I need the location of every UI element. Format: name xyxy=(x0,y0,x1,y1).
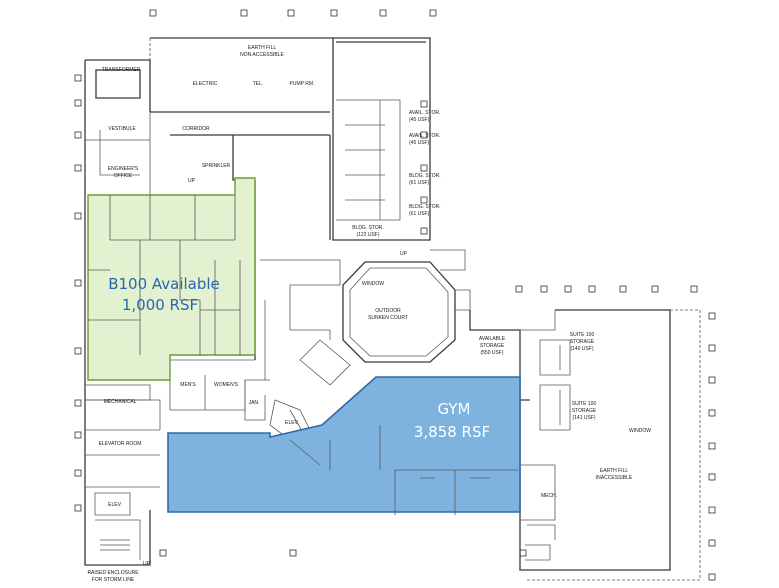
up-label-1: UP xyxy=(188,178,196,184)
up-label-3: UP xyxy=(143,561,151,567)
engineers-office-label: ENGINEER'S xyxy=(108,166,139,172)
bldg-stor-2-label: BLDG. STOR. xyxy=(409,204,441,210)
gym-title: GYM xyxy=(438,400,471,418)
mechanical-label: MECHANICAL xyxy=(104,399,137,405)
earth-fill-right-label: EARTH FILL xyxy=(600,468,628,474)
suite-b100[interactable]: B100 Available 1,000 RSF xyxy=(87,177,256,381)
elevator-low-label: ELEV. xyxy=(108,502,122,508)
bldg-stor-2-size: (61 USF) xyxy=(409,211,430,217)
earth-fill-right-label-2: INACCESSIBLE xyxy=(596,475,633,481)
bldg-stor-3-label: BLDG. STOR. xyxy=(352,225,384,231)
window-right-label: WINDOW xyxy=(629,428,651,434)
avail-stor-1-label: AVAIL. STOR. xyxy=(409,110,440,116)
pump-room-label: PUMP RM. xyxy=(290,81,315,87)
bldg-stor-3-size: (122 USF) xyxy=(356,232,379,238)
up-label-2: UP xyxy=(400,251,408,257)
mech-right-label: MECH. xyxy=(541,493,557,499)
suite100-storage-b-size: (141 USF) xyxy=(572,415,595,421)
suite100-storage-a-label: SUITE 100 xyxy=(570,332,595,338)
transformer-label: TRANSFORMER xyxy=(102,67,141,73)
suite-b100-area[interactable] xyxy=(87,177,256,381)
engineers-office-label-2: OFFICE xyxy=(114,173,133,179)
elevator-room-label: ELEVATOR ROOM xyxy=(99,441,142,447)
building-walls xyxy=(84,37,701,581)
column-markers xyxy=(74,9,716,581)
avail-stor-2-size: (45 USF) xyxy=(409,140,430,146)
available-storage-label-2: STORAGE xyxy=(480,343,505,349)
raised-enclosure-label: RAISED ENCLOSURE xyxy=(87,570,139,576)
corridor-label: CORRIDOR xyxy=(182,126,210,132)
available-storage-label: AVAILABLE xyxy=(479,336,506,342)
womens-room-label: WOMEN'S xyxy=(214,382,239,388)
mens-room-label: MEN'S xyxy=(180,382,196,388)
available-storage-size: (550 USF) xyxy=(480,350,503,356)
suite100-storage-b-label-2: STORAGE xyxy=(572,408,597,414)
avail-stor-1-size: (45 USF) xyxy=(409,117,430,123)
room-labels: EARTH FILL NON ACCESSIBLE ELECTRIC TEL. … xyxy=(87,45,651,583)
bldg-stor-1-size: (61 USF) xyxy=(409,180,430,186)
janitor-label: JAN. xyxy=(249,400,260,406)
vestibule-label: VESTIBULE xyxy=(108,126,136,132)
window-court-label: WINDOW xyxy=(362,281,384,287)
suite100-storage-b-label: SUITE 100 xyxy=(572,401,597,407)
suite100-storage-a-label-2: STORAGE xyxy=(570,339,595,345)
outdoor-label: OUTDOOR xyxy=(375,308,401,314)
earth-fill-top-label-2: NON ACCESSIBLE xyxy=(240,52,284,58)
sprinkler-label: SPRINKLER xyxy=(202,163,231,169)
gym-area[interactable] xyxy=(167,376,521,513)
raised-enclosure-label-2: FOR STORM LINE xyxy=(92,577,135,583)
electric-label: ELECTRIC xyxy=(193,81,218,87)
earth-fill-top-label: EARTH FILL xyxy=(248,45,276,51)
suite-gym[interactable]: GYM 3,858 RSF xyxy=(167,376,521,513)
elevator-mid-label: ELEV. xyxy=(285,420,299,426)
avail-stor-2-label: AVAIL. STOR. xyxy=(409,133,440,139)
b100-title: B100 Available xyxy=(108,275,220,293)
bldg-stor-1-label: BLDG. STOR. xyxy=(409,173,441,179)
suite100-storage-a-size: (140 USF) xyxy=(570,346,593,352)
sunken-court-label: SUNKEN COURT xyxy=(368,315,408,321)
gym-area-label: 3,858 RSF xyxy=(414,423,490,441)
b100-area-label: 1,000 RSF xyxy=(122,296,198,314)
tel-label: TEL. xyxy=(253,81,264,87)
